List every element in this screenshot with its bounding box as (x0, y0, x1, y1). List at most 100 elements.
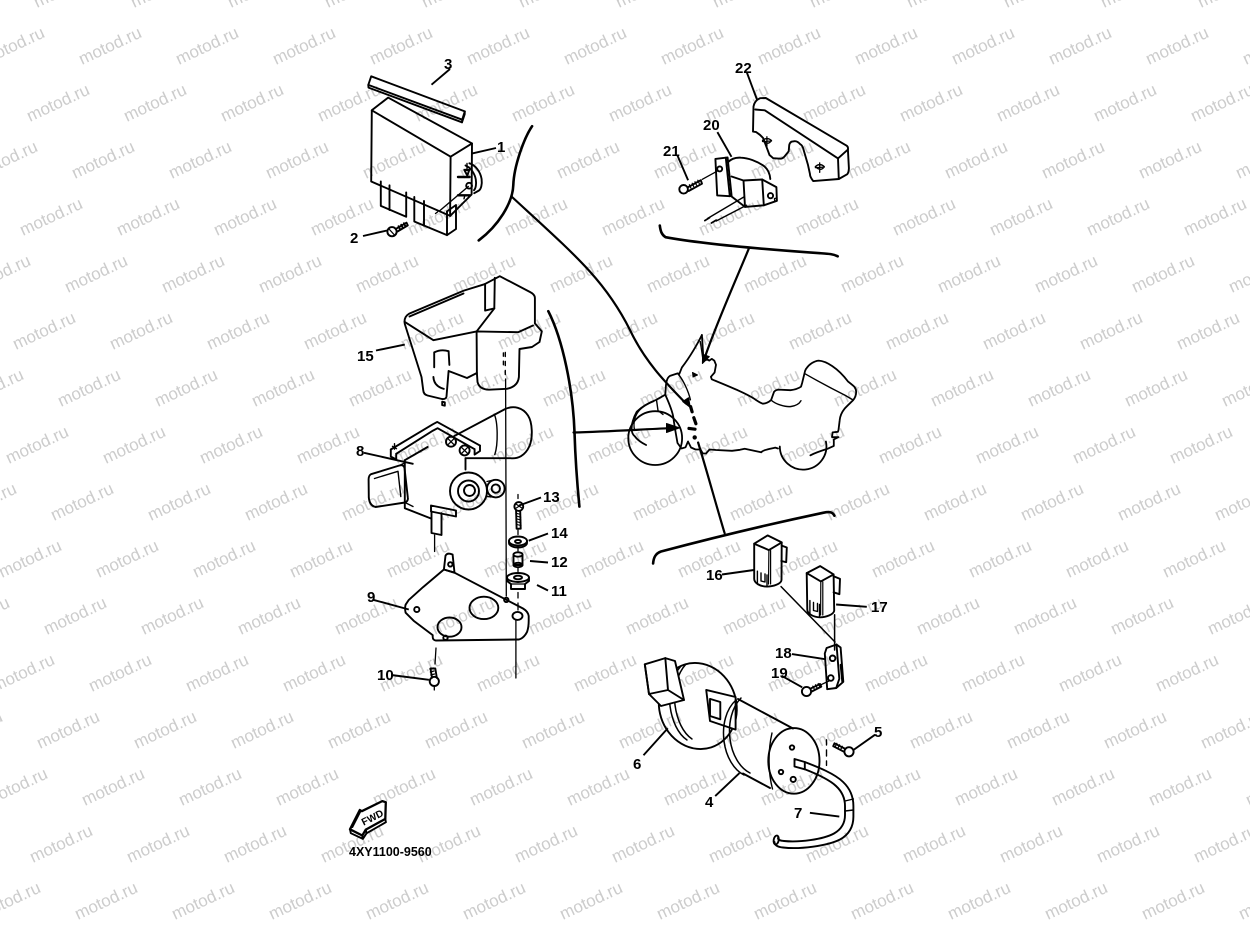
svg-text:motod.ru: motod.ru (131, 707, 200, 753)
svg-text:motod.ru: motod.ru (623, 593, 692, 639)
svg-text:motod.ru: motod.ru (31, 0, 100, 12)
svg-text:4: 4 (705, 794, 714, 811)
svg-text:motod.ru: motod.ru (48, 479, 117, 525)
svg-text:motod.ru: motod.ru (734, 365, 803, 411)
svg-text:motod.ru: motod.ru (266, 878, 335, 924)
svg-text:motod.ru: motod.ru (69, 137, 138, 183)
svg-text:motod.ru: motod.ru (360, 137, 429, 183)
svg-text:6: 6 (633, 756, 641, 773)
svg-text:motod.ru: motod.ru (422, 707, 491, 753)
svg-text:motod.ru: motod.ru (751, 878, 820, 924)
svg-text:motod.ru: motod.ru (1212, 479, 1250, 525)
svg-text:motod.ru: motod.ru (1046, 23, 1115, 69)
svg-text:motod.ru: motod.ru (779, 422, 848, 468)
svg-text:motod.ru: motod.ru (571, 650, 640, 696)
svg-text:motod.ru: motod.ru (644, 251, 713, 297)
svg-text:motod.ru: motod.ru (384, 536, 453, 582)
svg-text:motod.ru: motod.ru (1143, 23, 1212, 69)
svg-text:motod.ru: motod.ru (609, 821, 678, 867)
svg-text:motod.ru: motod.ru (100, 422, 169, 468)
svg-text:17: 17 (871, 599, 888, 616)
svg-text:motod.ru: motod.ru (0, 365, 26, 411)
svg-text:motod.ru: motod.ru (249, 365, 318, 411)
svg-text:motod.ru: motod.ru (616, 707, 685, 753)
svg-text:motod.ru: motod.ru (72, 878, 141, 924)
svg-text:motod.ru: motod.ru (1056, 650, 1125, 696)
svg-text:motod.ru: motod.ru (1198, 707, 1250, 753)
svg-text:motod.ru: motod.ru (696, 194, 765, 240)
svg-text:motod.ru: motod.ru (235, 593, 304, 639)
svg-text:motod.ru: motod.ru (308, 194, 377, 240)
svg-text:motod.ru: motod.ru (876, 422, 945, 468)
svg-text:motod.ru: motod.ru (0, 707, 5, 753)
svg-text:motod.ru: motod.ru (980, 308, 1049, 354)
svg-text:motod.ru: motod.ru (124, 821, 193, 867)
svg-text:motod.ru: motod.ru (488, 422, 557, 468)
svg-text:motod.ru: motod.ru (1219, 365, 1250, 411)
svg-text:motod.ru: motod.ru (786, 308, 855, 354)
svg-text:motod.ru: motod.ru (128, 0, 197, 12)
svg-text:motod.ru: motod.ru (190, 536, 259, 582)
svg-text:motod.ru: motod.ru (519, 707, 588, 753)
svg-text:motod.ru: motod.ru (810, 707, 879, 753)
svg-text:motod.ru: motod.ru (294, 422, 363, 468)
svg-text:motod.ru: motod.ru (211, 194, 280, 240)
svg-text:motod.ru: motod.ru (1098, 0, 1167, 12)
svg-text:motod.ru: motod.ru (1070, 422, 1139, 468)
svg-text:motod.ru: motod.ru (55, 365, 124, 411)
svg-text:motod.ru: motod.ru (363, 878, 432, 924)
svg-text:motod.ru: motod.ru (1160, 536, 1229, 582)
svg-text:motod.ru: motod.ru (325, 707, 394, 753)
svg-text:motod.ru: motod.ru (945, 878, 1014, 924)
svg-text:motod.ru: motod.ru (959, 650, 1028, 696)
svg-text:motod.ru: motod.ru (1094, 821, 1163, 867)
svg-text:motod.ru: motod.ru (93, 536, 162, 582)
svg-text:motod.ru: motod.ru (0, 0, 2, 12)
svg-text:motod.ru: motod.ru (1077, 308, 1146, 354)
svg-text:motod.ru: motod.ru (0, 593, 12, 639)
svg-text:motod.ru: motod.ru (1236, 878, 1250, 924)
svg-text:18: 18 (775, 645, 792, 662)
svg-text:motod.ru: motod.ru (869, 536, 938, 582)
svg-text:motod.ru: motod.ru (0, 764, 50, 810)
svg-text:motod.ru: motod.ru (890, 194, 959, 240)
svg-text:motod.ru: motod.ru (1063, 536, 1132, 582)
svg-text:motod.ru: motod.ru (1181, 194, 1250, 240)
svg-text:motod.ru: motod.ru (176, 764, 245, 810)
svg-text:motod.ru: motod.ru (914, 593, 983, 639)
svg-text:motod.ru: motod.ru (242, 479, 311, 525)
svg-text:motod.ru: motod.ru (907, 707, 976, 753)
svg-text:motod.ru: motod.ru (1129, 251, 1198, 297)
svg-text:motod.ru: motod.ru (613, 0, 682, 12)
svg-text:motod.ru: motod.ru (935, 251, 1004, 297)
svg-text:motod.ru: motod.ru (1115, 479, 1184, 525)
svg-text:motod.ru: motod.ru (166, 137, 235, 183)
svg-text:11: 11 (551, 583, 567, 600)
svg-text:motod.ru: motod.ru (800, 80, 869, 126)
svg-text:motod.ru: motod.ru (561, 23, 630, 69)
svg-text:motod.ru: motod.ru (287, 536, 356, 582)
svg-text:16: 16 (706, 567, 723, 584)
svg-text:motod.ru: motod.ru (419, 0, 488, 12)
svg-text:motod.ru: motod.ru (852, 23, 921, 69)
svg-text:motod.ru: motod.ru (3, 422, 72, 468)
svg-text:motod.ru: motod.ru (460, 878, 529, 924)
svg-text:motod.ru: motod.ru (824, 479, 893, 525)
svg-text:motod.ru: motod.ru (1233, 137, 1250, 183)
svg-text:3: 3 (444, 56, 452, 73)
svg-text:motod.ru: motod.ru (973, 422, 1042, 468)
svg-text:motod.ru: motod.ru (0, 536, 64, 582)
svg-text:motod.ru: motod.ru (169, 878, 238, 924)
svg-text:motod.ru: motod.ru (1153, 650, 1222, 696)
svg-text:motod.ru: motod.ru (10, 308, 79, 354)
svg-text:motod.ru: motod.ru (997, 821, 1066, 867)
svg-text:motod.ru: motod.ru (34, 707, 103, 753)
svg-text:motod.ru: motod.ru (838, 251, 907, 297)
svg-text:7: 7 (794, 805, 802, 822)
svg-text:motod.ru: motod.ru (599, 194, 668, 240)
svg-text:motod.ru: motod.ru (710, 0, 779, 12)
svg-text:14: 14 (551, 525, 568, 542)
svg-text:motod.ru: motod.ru (301, 308, 370, 354)
svg-text:motod.ru: motod.ru (339, 479, 408, 525)
svg-text:motod.ru: motod.ru (474, 650, 543, 696)
